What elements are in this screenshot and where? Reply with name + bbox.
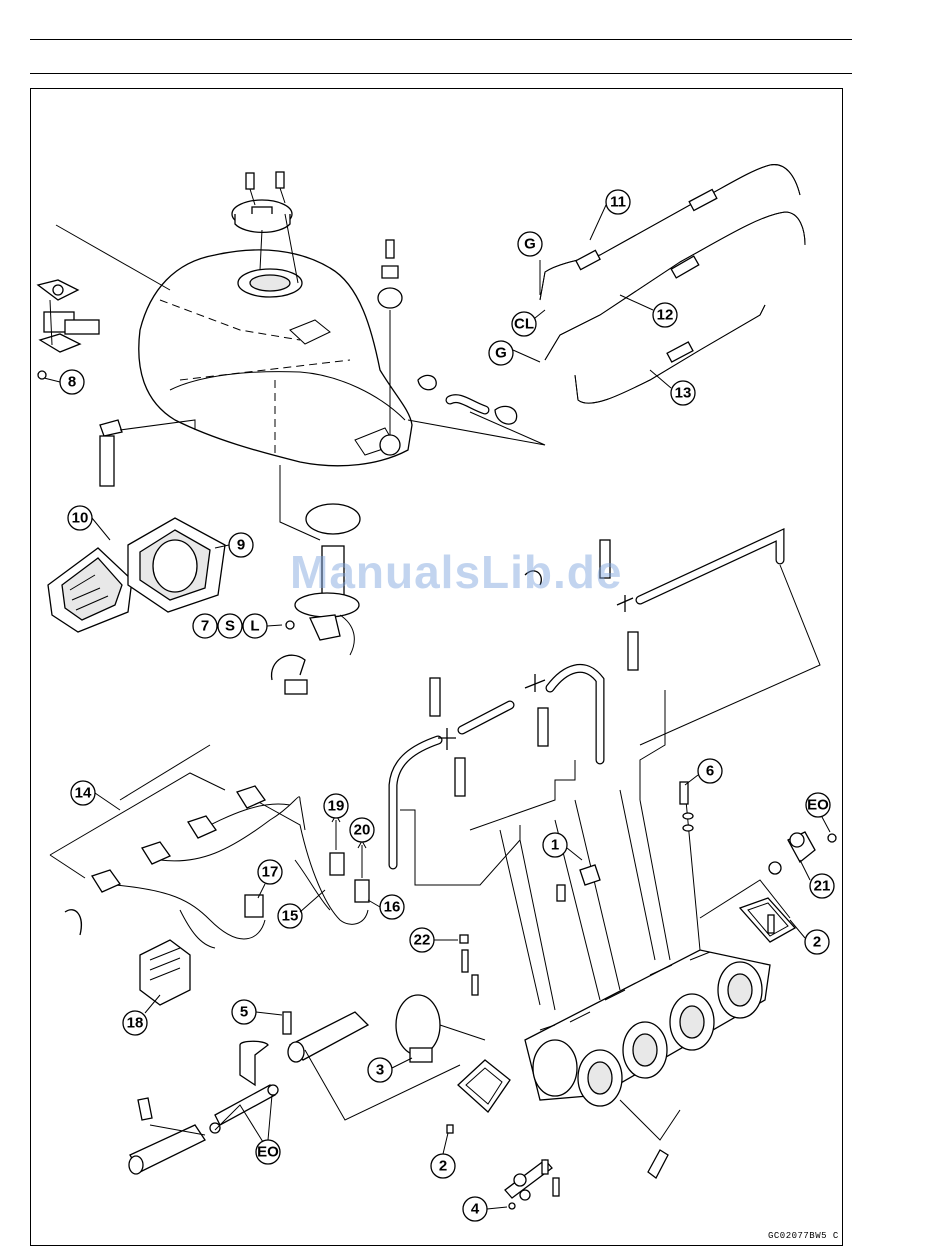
fuel-tank xyxy=(139,250,412,466)
callout-12: 12 xyxy=(653,303,677,327)
callout-8: 8 xyxy=(60,370,84,394)
callout-3: 3 xyxy=(368,1058,392,1082)
callout-2-upper: 2 xyxy=(805,930,829,954)
callout-11: 11 xyxy=(606,190,630,214)
meter-cover-9 xyxy=(128,518,225,612)
throttle-cable-11 xyxy=(540,165,800,300)
callout-18: 18 xyxy=(123,1011,147,1035)
svg-text:15: 15 xyxy=(282,908,299,925)
screw-22 xyxy=(460,935,478,995)
callout-21: 21 xyxy=(810,874,834,898)
callout-6: 6 xyxy=(698,759,722,783)
svg-text:8: 8 xyxy=(68,374,76,391)
callout-9: 9 xyxy=(229,533,253,557)
watermark: ManualsLib.de xyxy=(290,545,622,599)
svg-text:L: L xyxy=(250,618,259,635)
svg-text:19: 19 xyxy=(328,798,345,815)
svg-text:16: 16 xyxy=(384,899,401,916)
callout-17: 17 xyxy=(258,860,282,884)
svg-text:5: 5 xyxy=(240,1004,248,1021)
callout-2-lower: 2 xyxy=(431,1154,455,1178)
svg-text:6: 6 xyxy=(706,763,714,780)
callout-5: 5 xyxy=(232,1000,256,1024)
svg-text:11: 11 xyxy=(610,194,626,211)
callout-7: 7 xyxy=(193,614,217,638)
svg-text:18: 18 xyxy=(127,1015,144,1032)
svg-text:CL: CL xyxy=(514,316,534,333)
wiring-harness xyxy=(50,745,369,1005)
callout-20: 20 xyxy=(350,818,374,842)
callout-14: 14 xyxy=(71,781,95,805)
svg-text:14: 14 xyxy=(75,785,92,802)
svg-text:7: 7 xyxy=(201,618,209,635)
callout-16: 16 xyxy=(380,895,404,919)
callout-S: S xyxy=(218,614,242,638)
svg-text:1: 1 xyxy=(551,837,559,854)
gasket-upper xyxy=(700,880,795,942)
callout-19: 19 xyxy=(324,794,348,818)
svg-text:4: 4 xyxy=(471,1201,480,1218)
svg-text:13: 13 xyxy=(675,385,692,402)
callout-G-lower: G xyxy=(489,341,513,365)
vacuum-hoses xyxy=(393,535,820,1010)
svg-text:2: 2 xyxy=(813,934,821,951)
callout-10: 10 xyxy=(68,506,92,530)
clamp-3 xyxy=(396,995,485,1062)
svg-text:2: 2 xyxy=(439,1158,447,1175)
callout-22: 22 xyxy=(410,928,434,952)
svg-text:S: S xyxy=(225,618,235,635)
svg-text:G: G xyxy=(524,236,536,253)
callout-4: 4 xyxy=(463,1197,487,1221)
callout-L: L xyxy=(243,614,267,638)
meter-unit-10 xyxy=(48,548,132,632)
callout-G-upper: G xyxy=(518,232,542,256)
svg-text:9: 9 xyxy=(237,537,245,554)
svg-text:12: 12 xyxy=(657,307,674,324)
svg-text:10: 10 xyxy=(72,510,89,527)
svg-text:20: 20 xyxy=(354,822,371,839)
throttle-body-assembly xyxy=(525,950,770,1140)
leader-G1-CL xyxy=(513,260,545,362)
gasket-lower xyxy=(458,1060,510,1112)
svg-text:EO: EO xyxy=(807,797,829,814)
idle-adjuster xyxy=(769,832,836,874)
svg-text:17: 17 xyxy=(262,864,279,881)
callout-CL: CL xyxy=(512,312,536,336)
svg-text:EO: EO xyxy=(257,1144,279,1161)
svg-text:3: 3 xyxy=(376,1062,384,1079)
svg-text:21: 21 xyxy=(814,878,831,895)
callout-15: 15 xyxy=(278,904,302,928)
callout-1: 1 xyxy=(543,833,567,857)
drain-hose xyxy=(100,420,195,486)
callout-13: 13 xyxy=(671,381,695,405)
svg-text:22: 22 xyxy=(414,932,431,949)
breather-hose xyxy=(408,375,545,445)
svg-text:G: G xyxy=(495,345,507,362)
throttle-sensor-4 xyxy=(505,1160,559,1209)
throttle-cable-12 xyxy=(545,212,805,360)
callout-EO-upper: EO xyxy=(806,793,830,817)
diagram-code: GC02077BW5 C xyxy=(768,1231,839,1241)
callout-EO-lower: EO xyxy=(256,1140,280,1164)
